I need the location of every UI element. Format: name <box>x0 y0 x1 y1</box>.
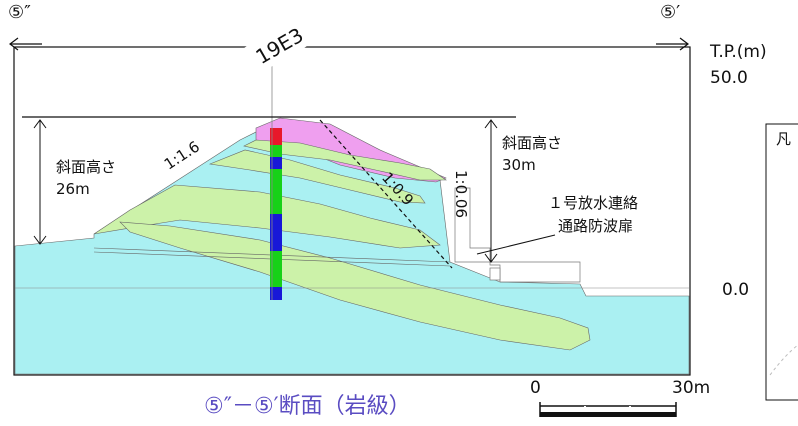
elevation-zero: 0.0 <box>722 280 750 300</box>
left-height-dimension <box>33 119 47 245</box>
borehole-column <box>270 128 282 300</box>
scale-start-label: 0 <box>530 378 541 398</box>
rock-layer-green-2 <box>208 149 426 204</box>
wave-gate-structure <box>454 187 581 283</box>
elevation-top: 50.0 <box>710 68 748 88</box>
right-section-marker: ⑤′ <box>660 2 681 23</box>
facility-label-line1: １号放水連絡 <box>548 194 639 212</box>
legend-box <box>765 123 798 401</box>
rock-layer-green-4 <box>119 221 591 351</box>
scale-end-label: 30m <box>672 378 711 398</box>
legend-title: 凡 <box>776 130 792 148</box>
slope-ratio-3: 1:0.06 <box>452 170 470 218</box>
left-direction-arrow <box>9 37 42 51</box>
facility-label-line2: 通路防波扉 <box>558 217 634 235</box>
rock-layer-green-1 <box>243 139 447 181</box>
right-height-dimension <box>484 119 498 263</box>
scale-bar <box>539 402 677 417</box>
tp-unit-label: T.P.(m) <box>710 42 767 62</box>
left-height-title: 斜面高さ <box>56 158 117 176</box>
right-height-value: 30m <box>502 156 536 174</box>
section-caption: ⑤″－⑤′断面（岩級） <box>204 394 411 419</box>
section-frame <box>13 46 691 376</box>
rock-layer-green-3 <box>93 184 441 249</box>
left-height-value: 26m <box>56 180 90 198</box>
right-direction-arrow <box>656 37 689 51</box>
left-section-marker: ⑤″ <box>8 2 31 23</box>
right-height-title: 斜面高さ <box>502 134 563 152</box>
